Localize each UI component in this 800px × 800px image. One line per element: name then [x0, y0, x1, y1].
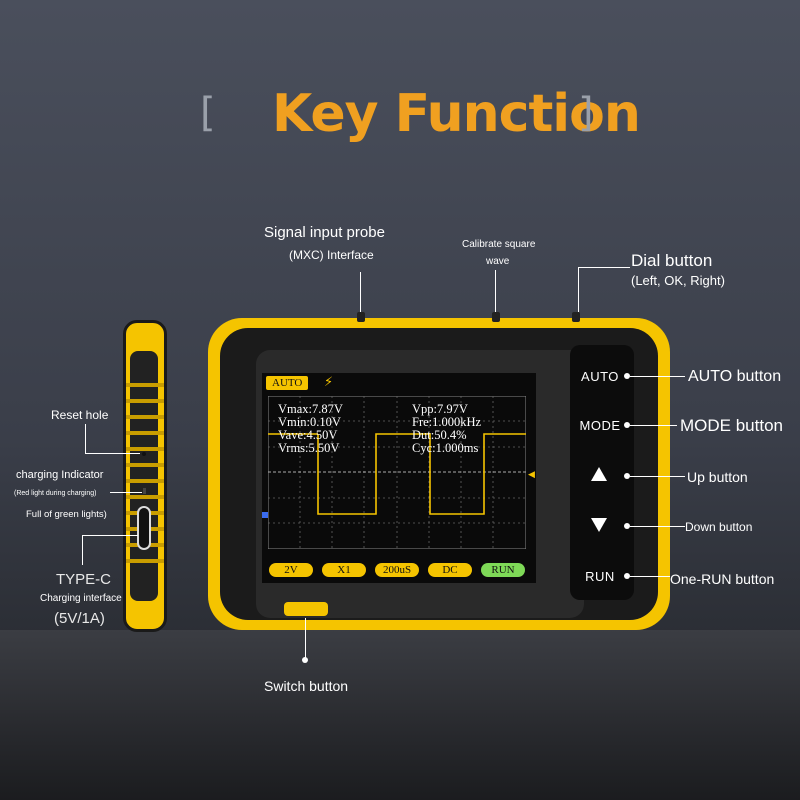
floor-background — [0, 630, 800, 800]
down-button-label: Down button — [685, 520, 753, 534]
dial-sublabel: (Left, OK, Right) — [631, 273, 725, 288]
typec-callout-line-v — [82, 535, 83, 565]
auto-button-label: AUTO button — [688, 368, 782, 385]
probe-ratio-pill: X1 — [322, 563, 366, 577]
run-button[interactable]: RUN — [585, 569, 615, 584]
meas-vmax: Vmax:7.87V — [278, 402, 343, 416]
dial-wheel[interactable] — [572, 312, 580, 322]
down-callout-line — [630, 526, 685, 527]
run-button-label: One-RUN button — [670, 571, 775, 587]
up-callout-dot — [624, 473, 630, 479]
switch-button-label: Switch button — [264, 678, 349, 694]
trigger-marker-icon: ◀ — [528, 469, 535, 479]
meas-vave: Vave:4.50V — [278, 428, 338, 442]
charging-led — [143, 488, 146, 494]
signal-probe-sublabel: (MXC) Interface — [289, 248, 374, 262]
charging-interface-label: Charging interface — [40, 593, 122, 604]
dial-label: Dial button — [631, 251, 713, 270]
meas-vpp: Vpp:7.97V — [412, 402, 468, 416]
auto-button[interactable]: AUTO — [581, 369, 619, 384]
title-right-bracket: ] — [578, 90, 594, 136]
mode-button[interactable]: MODE — [579, 418, 621, 433]
charging-green-label: Full of green lights) — [26, 509, 107, 520]
mode-button-label: MODE button — [680, 416, 783, 435]
switch-callout-line — [305, 618, 306, 660]
up-arrow-icon[interactable] — [591, 467, 607, 481]
page-title: Key Function — [272, 84, 641, 144]
square-waveform — [317, 433, 526, 515]
reset-callout-line-h — [85, 453, 140, 454]
mode-callout-line — [630, 425, 677, 426]
dial-callout-line — [578, 267, 579, 312]
probe-connector — [357, 312, 365, 322]
up-callout-line — [630, 476, 685, 477]
probe-callout-line — [360, 272, 361, 312]
time-div-pill: 200uS — [375, 563, 419, 577]
auto-callout-line — [630, 376, 685, 377]
charging-red-label: (Red light during charging) — [14, 490, 97, 497]
reset-callout-line-v — [85, 424, 86, 453]
reset-hole — [142, 452, 146, 456]
meas-vrms: Vrms:5.50V — [278, 441, 340, 455]
run-callout-line — [630, 576, 670, 577]
oscilloscope-screen: AUTO ⚡ ◀ Vmax:7.87V Vmin:0.10V Vave:4.50… — [262, 373, 536, 583]
type-c-port — [137, 506, 151, 550]
coupling-pill: DC — [428, 563, 472, 577]
signal-probe-label: Signal input probe — [264, 224, 385, 241]
calibrate-sublabel: wave — [486, 256, 510, 267]
typec-label: TYPE-C — [56, 571, 112, 588]
indicator-callout-line — [110, 492, 142, 493]
switch-callout-dot — [302, 657, 308, 663]
meas-cyc: Cyc:1.000ms — [412, 441, 479, 455]
typec-callout-line-h — [82, 535, 138, 536]
auto-callout-dot — [624, 373, 630, 379]
up-button-label: Up button — [687, 469, 748, 485]
switch-button-body[interactable] — [284, 602, 328, 616]
run-state-pill: RUN — [481, 563, 525, 577]
mode-callout-dot — [624, 422, 630, 428]
meas-dut: Dut:50.4% — [412, 428, 467, 442]
ground-marker-icon — [262, 512, 268, 518]
volt-div-pill: 2V — [269, 563, 313, 577]
run-callout-dot — [624, 573, 630, 579]
charging-indicator-label: charging Indicator — [16, 469, 104, 481]
waveform-grid — [268, 396, 526, 549]
down-arrow-icon[interactable] — [591, 518, 607, 532]
meas-vmin: Vmin:0.10V — [278, 415, 341, 429]
down-callout-dot — [624, 523, 630, 529]
lightning-icon: ⚡ — [324, 375, 334, 390]
meas-fre: Fre:1.000kHz — [412, 415, 482, 429]
title-left-bracket: [ — [200, 90, 216, 136]
calibrate-connector — [492, 312, 500, 322]
mode-badge: AUTO — [266, 376, 309, 390]
calibrate-label: Calibrate square — [462, 239, 536, 250]
calibrate-callout-line — [495, 270, 496, 312]
dial-callout-line-h — [578, 267, 630, 268]
side-view-device — [123, 320, 167, 632]
reset-hole-label: Reset hole — [51, 408, 109, 422]
typec-rating-label: (5V/1A) — [54, 610, 105, 627]
